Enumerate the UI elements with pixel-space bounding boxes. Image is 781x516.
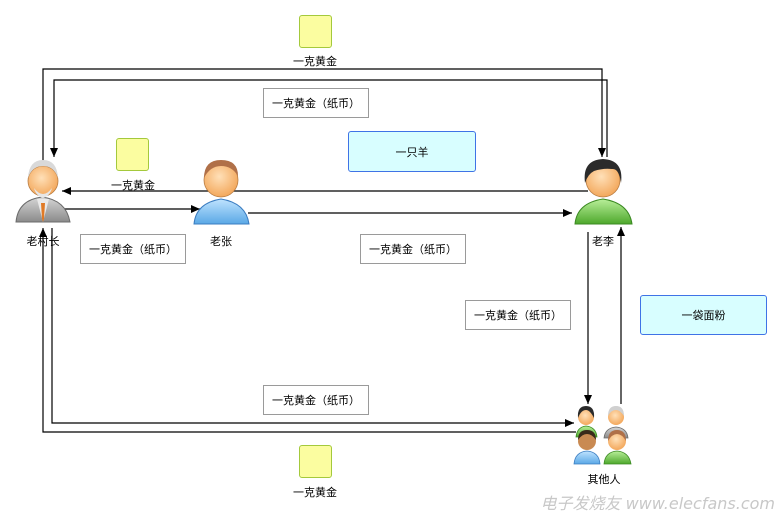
arrow-chief-to-others bbox=[51, 228, 574, 427]
watermark: 电子发烧友 www.elecfans.com bbox=[540, 494, 775, 513]
zhang-person-icon bbox=[193, 160, 250, 225]
gold-label-top: 一克黄金 bbox=[293, 55, 337, 68]
paper-box-top: 一克黄金（纸币） bbox=[263, 88, 369, 118]
zhang-label: 老张 bbox=[210, 235, 232, 248]
flour-box: 一袋面粉 bbox=[640, 295, 767, 335]
paper-box-chief-zhang: 一克黄金（纸币） bbox=[80, 234, 186, 264]
others-label: 其他人 bbox=[587, 473, 621, 486]
li-person-icon bbox=[574, 159, 633, 225]
gold-square-left bbox=[116, 138, 149, 171]
chief-label: 老村长 bbox=[26, 235, 60, 248]
arrow-others-to-chief bbox=[39, 228, 576, 433]
paper-box-li-others: 一克黄金（纸币） bbox=[465, 300, 571, 330]
arrow-chief-to-li-gold bbox=[42, 68, 606, 167]
sheep-box: 一只羊 bbox=[348, 131, 476, 172]
arrow-li-to-chief-paper bbox=[50, 79, 608, 157]
gold-label-left: 一克黄金 bbox=[111, 179, 155, 192]
gold-square-top bbox=[299, 15, 332, 48]
gold-square-bottom bbox=[299, 445, 332, 478]
gold-label-bottom: 一克黄金 bbox=[293, 486, 337, 499]
chief-person-icon bbox=[15, 160, 71, 223]
li-label: 老李 bbox=[592, 235, 614, 248]
others-group-icon bbox=[573, 406, 632, 465]
paper-box-zhang-li: 一克黄金（纸币） bbox=[360, 234, 466, 264]
paper-box-bottom: 一克黄金（纸币） bbox=[263, 385, 369, 415]
